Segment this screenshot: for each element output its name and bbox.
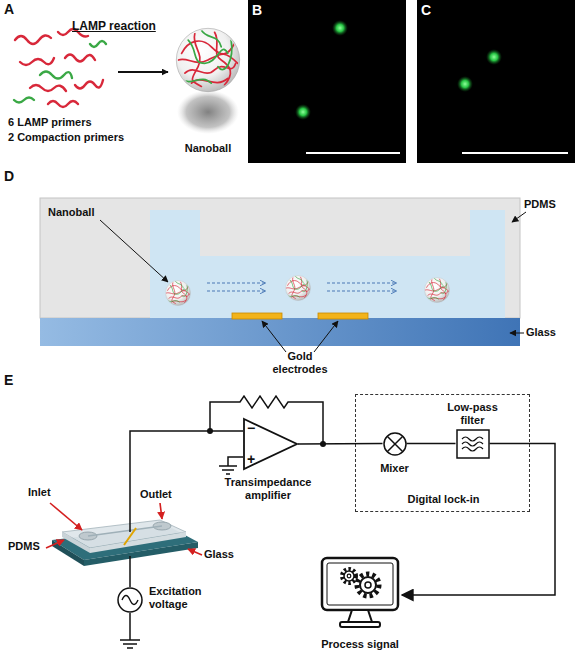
computer-icon-outline — [318, 556, 402, 634]
panel-letter: C — [421, 2, 441, 18]
part-label: Gold electrodes — [260, 350, 340, 376]
amplifier-symbol: −+Transimpedance amplifier — [243, 418, 298, 470]
component-label: Mixer — [365, 462, 425, 475]
reagent-label: 2 Compaction primers — [8, 131, 168, 144]
part-label: PDMS — [8, 540, 53, 553]
voltage-source: Excitation voltage — [117, 587, 143, 613]
part-label: Inlet — [28, 486, 73, 499]
group-label: Digital lock-in — [356, 493, 531, 506]
component-label: Process signal — [298, 638, 422, 651]
signal-wire — [298, 443, 383, 445]
mixer-symbol-outline — [383, 432, 407, 456]
pin-sign: − — [247, 421, 259, 435]
lock-in-box: Mixer Low-pass filterDigital lock-in — [355, 394, 530, 512]
pin-sign: + — [247, 452, 259, 466]
filter-box: Low-pass filter — [456, 429, 490, 459]
component-label: Excitation voltage — [149, 585, 221, 611]
part-label: Nanoball — [168, 142, 248, 155]
component-label: Transimpedance amplifier — [223, 476, 313, 502]
computer-icon: Process signal — [318, 556, 402, 634]
signal-wire — [402, 444, 555, 596]
part-label: Glass — [204, 548, 249, 561]
part-label: Nanoball — [48, 206, 118, 219]
panel-letter: A — [4, 1, 24, 17]
mixer-symbol: Mixer — [383, 432, 407, 456]
signal-wire — [407, 443, 456, 445]
part-label: Glass — [526, 326, 581, 339]
panel-letter: E — [4, 372, 24, 388]
part-label: PDMS — [524, 198, 579, 211]
panel-letter: B — [252, 2, 272, 18]
panel-heading: LAMP reaction — [72, 20, 192, 33]
voltage-source-outline — [117, 587, 143, 613]
panel-letter: D — [4, 168, 24, 184]
component-label: Low-pass filter — [436, 401, 510, 427]
reagent-label: 6 LAMP primers — [8, 116, 158, 129]
filter-box-outline — [456, 429, 490, 459]
part-label: Outlet — [140, 488, 195, 501]
